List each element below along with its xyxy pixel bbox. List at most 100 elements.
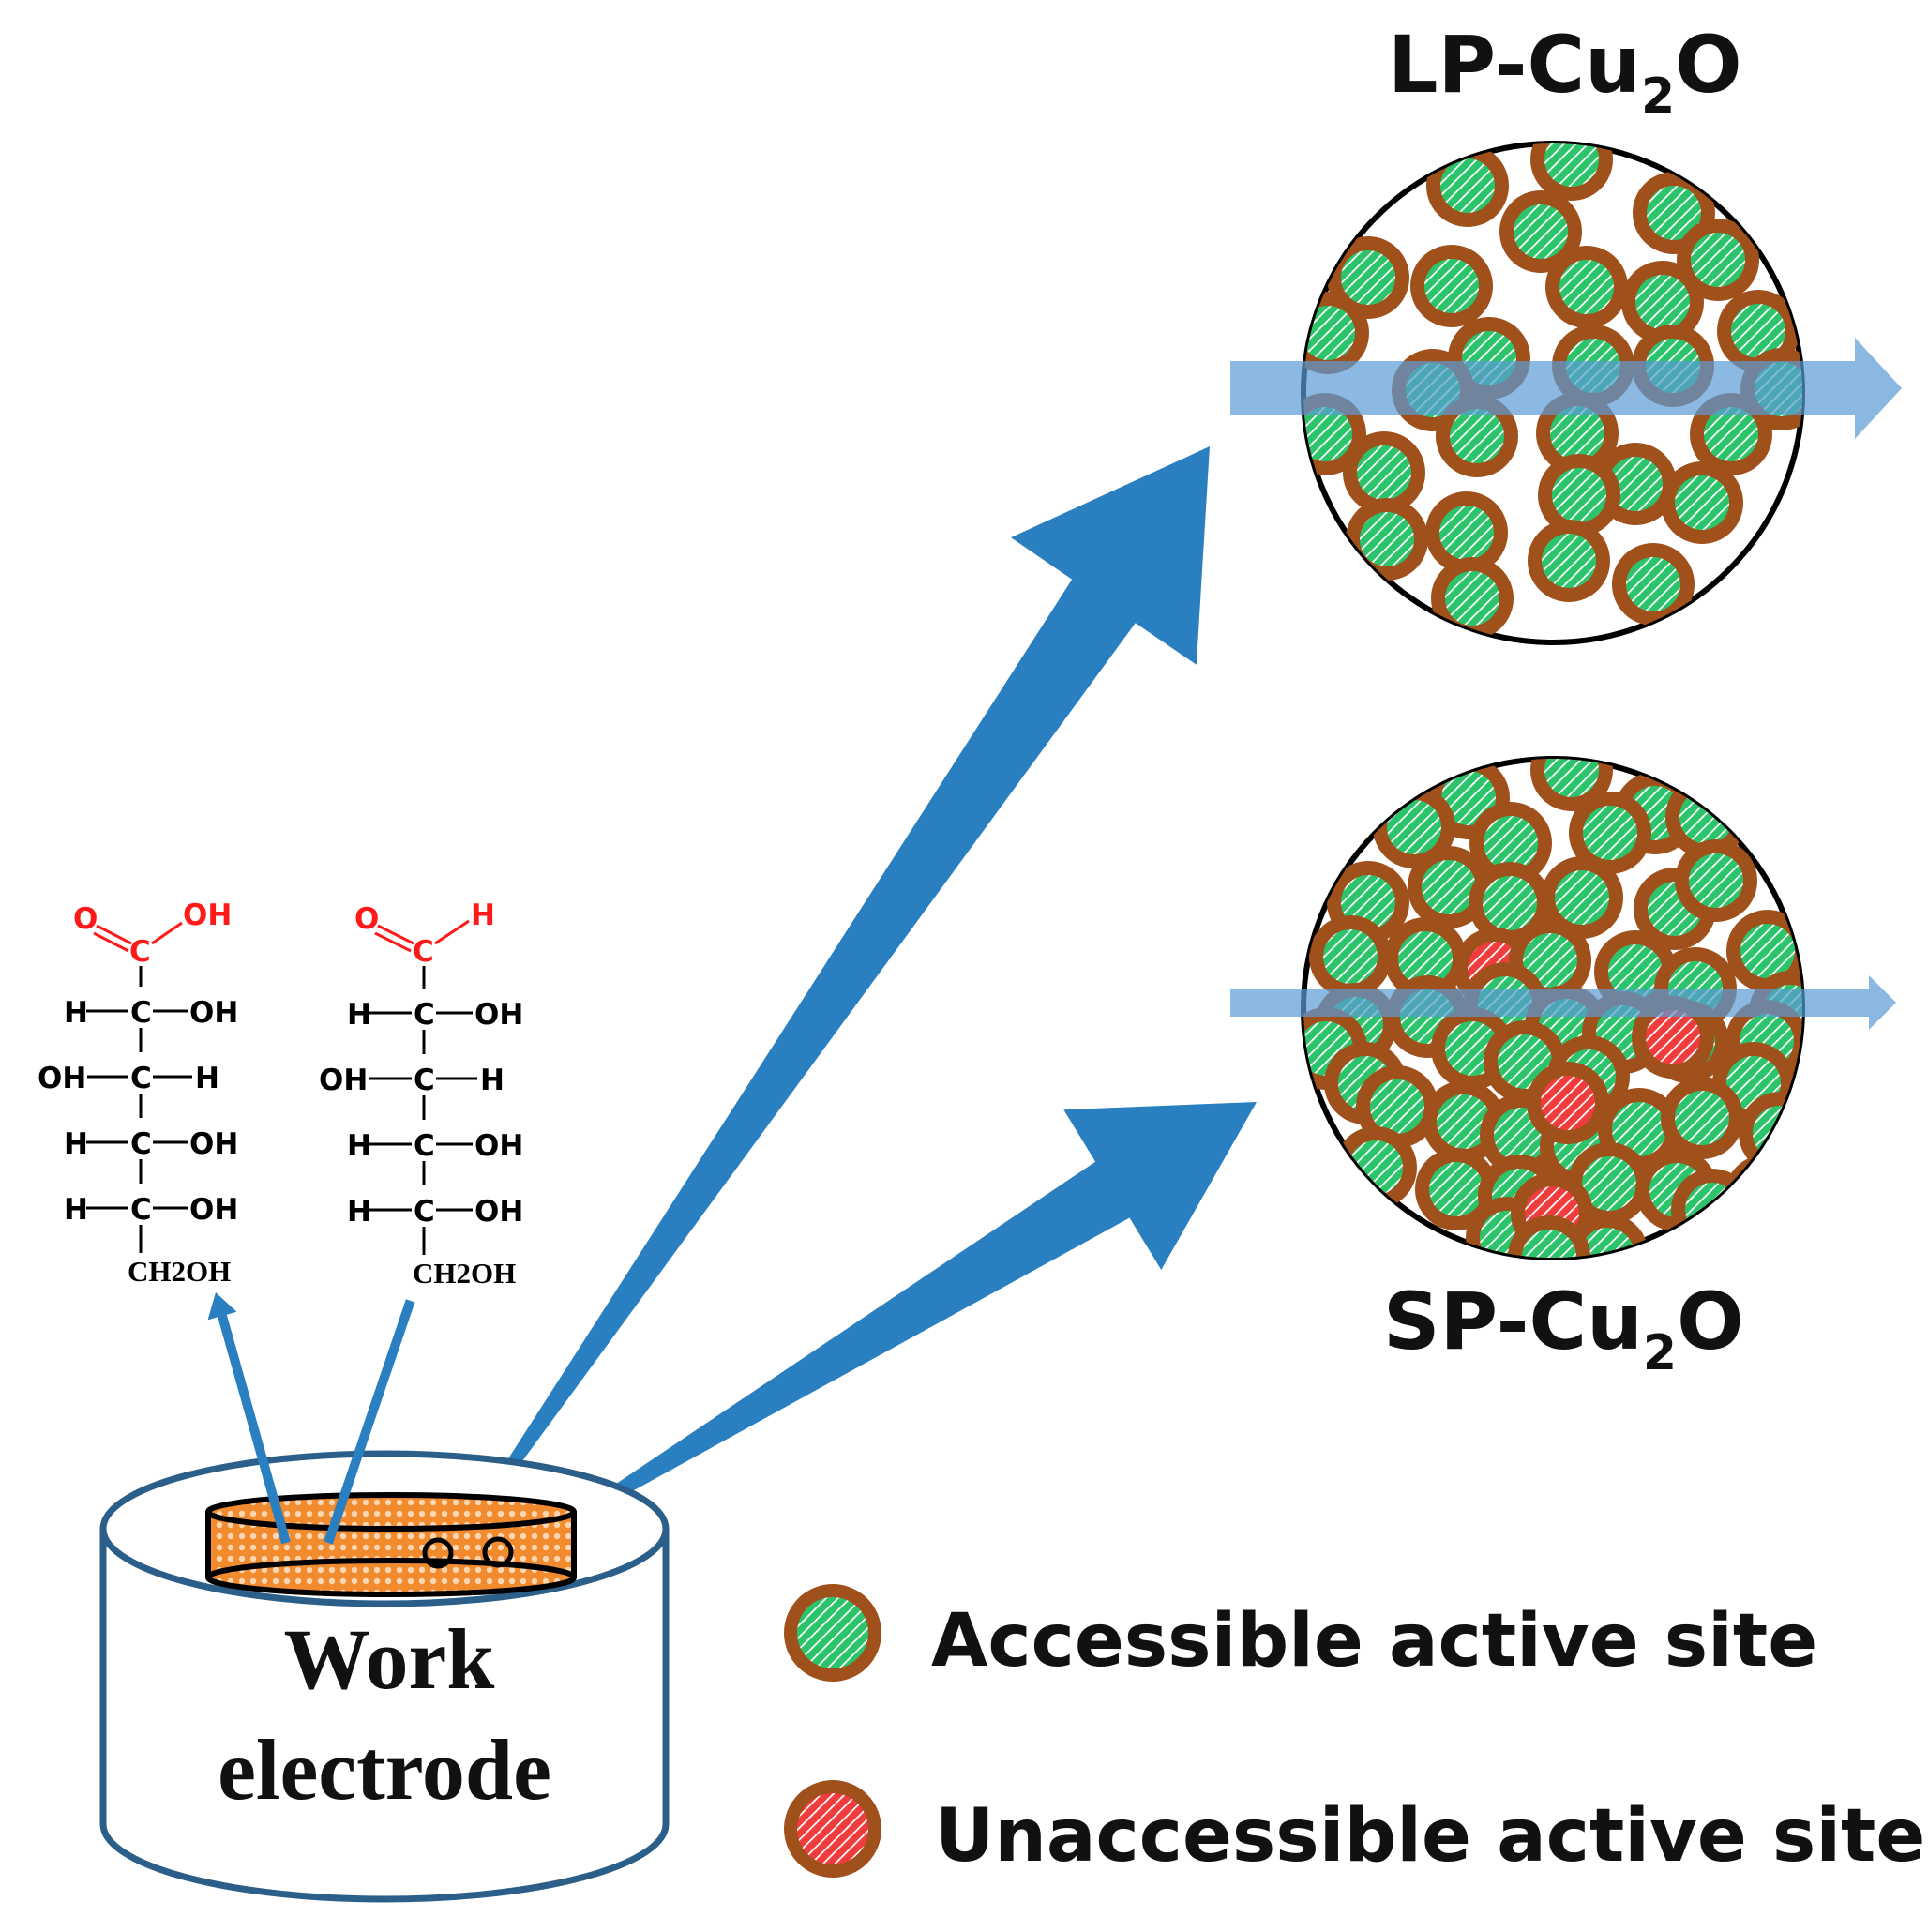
accessible-site xyxy=(1441,771,1496,825)
accessible-site xyxy=(1559,260,1614,314)
upper-transfer-arrow xyxy=(428,446,1210,1587)
legend-accessible-label: Accessible active site xyxy=(931,1599,1817,1683)
electrode-body xyxy=(99,1529,670,1903)
legend-unaccessible: Unaccessible active site xyxy=(784,1780,1925,1879)
accessible-site xyxy=(1522,1230,1576,1258)
accessible-site xyxy=(1626,557,1680,611)
accessible-site xyxy=(1647,186,1701,240)
accessible-site xyxy=(1612,1102,1666,1156)
accessible-site xyxy=(1691,233,1745,287)
acid-bottom: CH2OH xyxy=(128,1255,231,1288)
pointer-to-acid xyxy=(207,1292,291,1545)
aldehyde-h: H xyxy=(471,898,495,932)
accessible-site xyxy=(1739,1169,1793,1223)
accessible-site xyxy=(1483,876,1537,930)
acid-row2-right: H xyxy=(195,1062,219,1095)
acid-row2-left: OH xyxy=(38,1062,86,1095)
accessible-site xyxy=(1675,1091,1729,1145)
aldehyde-carbonyl-c: C xyxy=(413,935,434,969)
accessible-site xyxy=(1424,259,1479,313)
accessible-site xyxy=(1550,406,1604,460)
aldehyde-row2-right: H xyxy=(480,1064,505,1097)
accessible-site xyxy=(1398,931,1453,986)
acid-carbonyl-o: O xyxy=(73,902,98,936)
sp-particle xyxy=(1725,1155,1802,1237)
gluconic-acid-structure: O OH C H C OH OH C H H C OH H C OH CH2OH xyxy=(38,898,238,1288)
accessible-site xyxy=(1523,933,1577,988)
accessible-site xyxy=(1675,475,1729,530)
acid-row1-c: C xyxy=(130,996,152,1030)
legend-accessible: Accessible active site xyxy=(784,1584,1817,1683)
accessible-site xyxy=(1740,924,1795,978)
accessible-site xyxy=(1635,275,1690,329)
acid-row3-right: OH xyxy=(189,1127,238,1161)
accessible-site xyxy=(1450,409,1504,463)
unaccessible-site xyxy=(1541,1076,1595,1130)
aldehyde-row1-c: C xyxy=(414,998,435,1032)
accessible-site xyxy=(1544,143,1599,187)
accessible-site xyxy=(1608,944,1663,999)
sp-cu2o-panel: SP-Cu2O xyxy=(1230,756,1896,1381)
acid-row4-c: C xyxy=(130,1193,152,1227)
accessible-site xyxy=(1440,158,1495,213)
accessible-site xyxy=(1542,534,1596,588)
aldehyde-row2-c: C xyxy=(414,1064,435,1097)
accessible-site xyxy=(1514,204,1568,259)
unaccessible-site xyxy=(1646,1010,1700,1064)
accessible-site xyxy=(1484,816,1538,870)
accessible-site xyxy=(1689,853,1743,908)
work-electrode: Work electrode xyxy=(99,1450,670,1903)
acid-row1-left: H xyxy=(64,996,88,1030)
sp-particle xyxy=(1671,1169,1754,1251)
lp-label: LP-Cu2O xyxy=(1388,19,1742,125)
accessible-site xyxy=(1357,445,1411,500)
accessible-site xyxy=(1555,870,1609,925)
accessible-site xyxy=(1370,1079,1424,1134)
aldehyde-row4-left: H xyxy=(347,1195,371,1229)
aldehyde-row3-right: OH xyxy=(474,1129,523,1163)
aldehyde-row4-c: C xyxy=(414,1195,435,1229)
accessible-site xyxy=(1445,571,1499,626)
aldehyde-row2-left: OH xyxy=(319,1064,368,1097)
aldehyde-bottom: CH2OH xyxy=(413,1257,516,1290)
accessible-site xyxy=(1439,506,1494,560)
accessible-site xyxy=(1544,759,1599,797)
accessible-site xyxy=(1422,860,1476,914)
acid-row3-left: H xyxy=(64,1127,88,1161)
aldehyde-carbonyl-o: O xyxy=(354,902,379,936)
legend-unaccessible-label: Unaccessible active site xyxy=(935,1794,1925,1879)
accessible-site xyxy=(1731,304,1785,358)
glucose-structure: O H C H C OH OH C H H C OH H C OH CH2OH xyxy=(319,898,523,1290)
accessible-site xyxy=(1429,1162,1484,1216)
acid-hydroxyl: OH xyxy=(183,898,232,932)
aldehyde-row1-left: H xyxy=(347,998,371,1032)
sp-flow-arrow xyxy=(1230,975,1896,1030)
accessible-site xyxy=(1582,1156,1636,1211)
acid-row4-right: OH xyxy=(189,1193,238,1227)
accessible-site xyxy=(1552,468,1606,522)
acid-row3-c: C xyxy=(130,1127,152,1161)
electrode-label-line1: Work xyxy=(284,1611,496,1707)
sp-label: SP-Cu2O xyxy=(1383,1275,1744,1381)
catalyst-film xyxy=(205,1492,577,1597)
aldehyde-row1-right: OH xyxy=(474,998,523,1032)
molecule-pointers xyxy=(207,1292,415,1545)
lower-transfer-arrow xyxy=(517,1102,1257,1554)
accessible-site xyxy=(1583,806,1637,860)
accessible-site xyxy=(1437,1094,1491,1149)
lp-cu2o-panel: LP-Cu2O xyxy=(1230,19,1902,645)
acid-row4-left: H xyxy=(64,1193,88,1227)
acid-row1-right: OH xyxy=(189,996,238,1030)
aldehyde-row3-c: C xyxy=(414,1129,435,1163)
accessible-site xyxy=(1685,1183,1740,1237)
accessible-site xyxy=(1323,929,1378,984)
accessible-site xyxy=(1608,457,1663,511)
electrode-label-line2: electrode xyxy=(218,1722,551,1818)
acid-row2-c: C xyxy=(130,1062,152,1095)
legend: Accessible active site Unaccessible acti… xyxy=(784,1584,1925,1879)
accessible-site xyxy=(1387,800,1441,854)
lp-flow-arrow xyxy=(1230,338,1902,439)
aldehyde-row3-left: H xyxy=(347,1129,371,1163)
acid-carbonyl-c: C xyxy=(129,935,151,969)
